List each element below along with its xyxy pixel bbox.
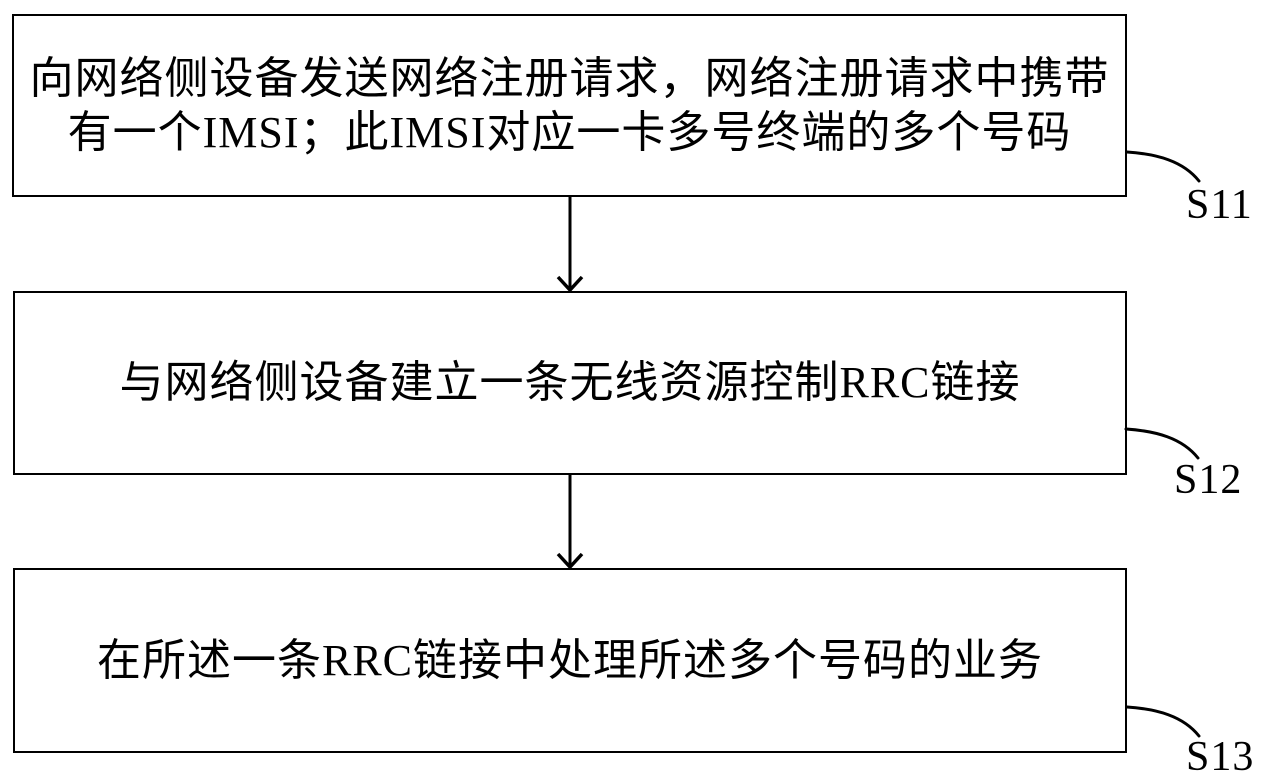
- step-2-label: S12: [1174, 457, 1243, 503]
- flow-step-1-text-line-2: 有一个IMSI；此IMSI对应一卡多号终端的多个号码: [67, 107, 1072, 157]
- step-3-label: S13: [1186, 734, 1255, 780]
- flow-step-1-box: 向网络侧设备发送网络注册请求，网络注册请求中携带 有一个IMSI；此IMSI对应…: [12, 14, 1127, 197]
- flow-arrow-down-1-icon: [556, 197, 584, 293]
- flow-step-3-text-line-1: 在所述一条RRC链接中处理所述多个号码的业务: [96, 635, 1044, 685]
- step-1-label: S11: [1186, 182, 1253, 228]
- flow-step-2-box: 与网络侧设备建立一条无线资源控制RRC链接: [13, 291, 1127, 475]
- flow-arrow-down-2-icon: [556, 475, 584, 570]
- step-1-label-leader-curve: [1125, 150, 1201, 183]
- flow-step-3-box: 在所述一条RRC链接中处理所述多个号码的业务: [13, 568, 1127, 753]
- step-2-label-leader-curve: [1124, 427, 1200, 460]
- step-3-label-leader-curve: [1125, 705, 1201, 738]
- flow-step-1-text-line-1: 向网络侧设备发送网络注册请求，网络注册请求中携带: [29, 53, 1110, 103]
- flow-step-2-text-line-1: 与网络侧设备建立一条无线资源控制RRC链接: [119, 358, 1021, 407]
